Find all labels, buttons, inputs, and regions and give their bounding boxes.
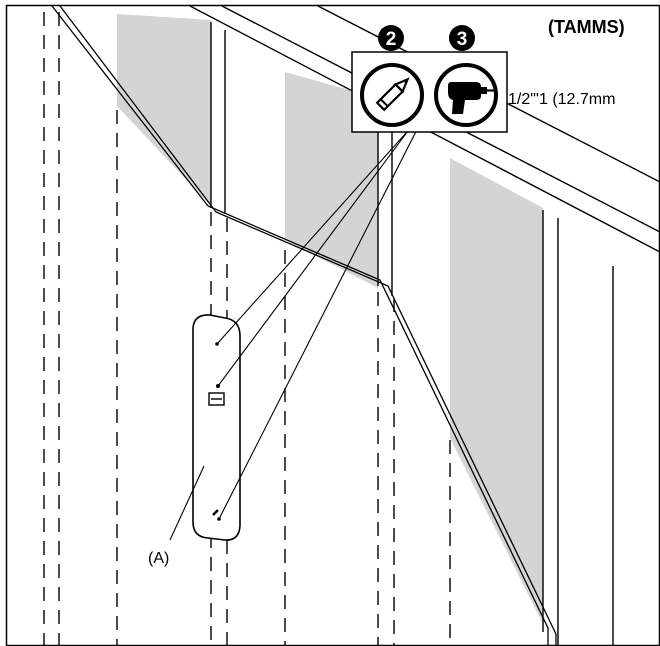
- part-label-leader: [169, 465, 205, 541]
- step-3: 3: [434, 25, 498, 127]
- drill-icon: [448, 82, 495, 114]
- part-label: (A): [148, 550, 169, 567]
- mount-hole-bottom-mark: [212, 509, 219, 516]
- panel-edges: [210, 22, 614, 646]
- drill-size-label: 1/2"'1 (12.7mm: [508, 91, 615, 108]
- header-code: (TAMMS): [548, 17, 625, 37]
- mounting-bracket: [192, 314, 241, 541]
- pencil-icon: [375, 77, 410, 112]
- step-2-number: 2: [386, 29, 397, 50]
- step-2: 2: [360, 25, 424, 127]
- sloped-ceiling-edge: [51, 5, 557, 646]
- shaded-wall-panels: [117, 14, 543, 624]
- step-3-number: 3: [457, 29, 468, 50]
